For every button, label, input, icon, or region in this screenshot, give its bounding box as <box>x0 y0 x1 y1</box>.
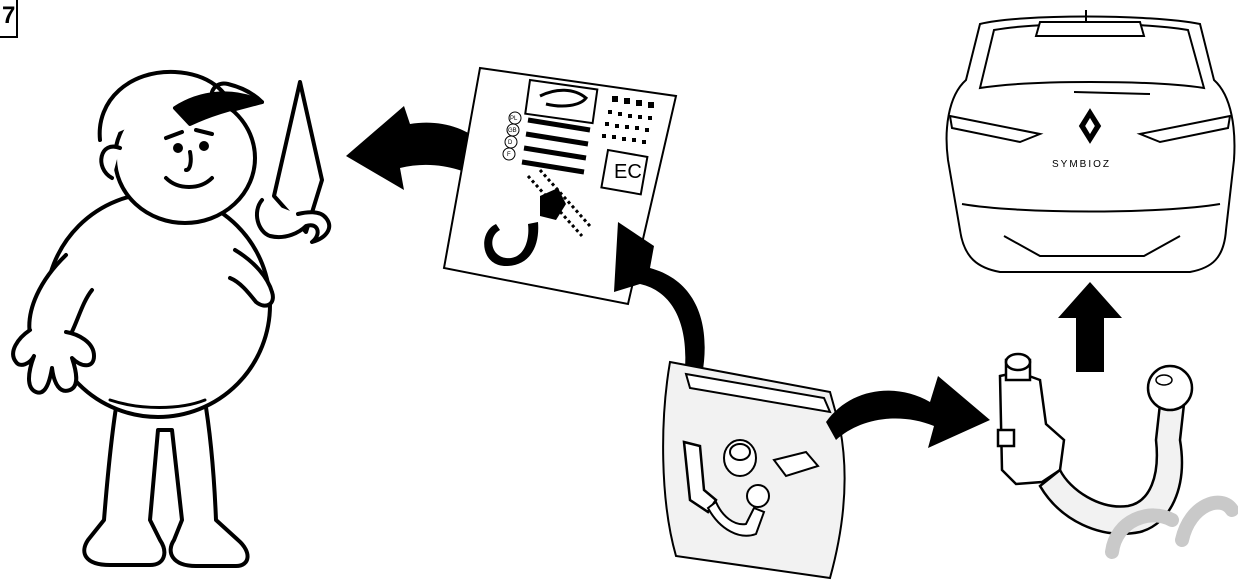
car-spoiler <box>1034 21 1146 37</box>
doc-label-d: D <box>508 140 513 146</box>
bag-outline <box>662 360 846 580</box>
curved-arrow-icon <box>614 222 705 378</box>
car-handle <box>1073 91 1151 95</box>
mechanic-legs <box>82 393 250 568</box>
mechanic-eye-left <box>173 143 183 153</box>
doc-label-f: F <box>507 152 511 158</box>
car-tail-light-left <box>948 114 1044 144</box>
mechanic-nose <box>184 150 193 172</box>
watermark <box>1105 495 1238 559</box>
mechanic-eyebrow <box>164 128 214 140</box>
bag-seal <box>684 372 832 414</box>
right-curved-arrow-icon <box>826 376 990 448</box>
step-number: 7 <box>2 2 16 29</box>
up-arrow-icon <box>1058 282 1122 372</box>
doc-label-gb: GB <box>508 128 517 134</box>
bag-plate <box>772 450 820 478</box>
mechanic-left-hand <box>11 328 96 395</box>
car-tail-light-right <box>1136 114 1232 144</box>
mechanic-figure <box>11 69 332 568</box>
document-towbar-box <box>524 78 599 125</box>
kit-bag <box>662 360 846 580</box>
car-badge: SYMBIOZ <box>1052 159 1111 170</box>
car-diffuser <box>1003 235 1181 257</box>
towbar-lock <box>1004 352 1032 372</box>
towbar-ball-highlight <box>1155 374 1173 386</box>
doc-label-pl: PL <box>510 116 518 122</box>
car-bumper <box>961 203 1221 213</box>
mechanic-cap-visor <box>173 91 264 126</box>
towbar-bracket <box>998 370 1066 486</box>
bag-socket-cap <box>729 443 751 461</box>
ec-mark-box <box>600 148 649 196</box>
towbar-neck <box>1038 402 1186 535</box>
mechanic-smile <box>164 176 214 189</box>
car-rear-view: SYMBIOZ <box>945 10 1236 273</box>
left-arrow-icon <box>346 106 496 190</box>
mechanic-eye-right <box>199 141 209 151</box>
mechanic-right-hand <box>254 198 332 244</box>
ec-mark: EC <box>614 161 642 183</box>
mechanic-belly-line <box>108 398 207 409</box>
document-dot-grid <box>602 96 654 144</box>
mechanic-ear <box>99 144 122 180</box>
renault-logo-icon <box>1078 108 1102 144</box>
document-dashed-lines <box>526 169 592 238</box>
bag-tow-ball <box>746 484 770 508</box>
bag-bracket <box>682 440 718 514</box>
mechanic-right-arm <box>228 248 275 308</box>
document-towbar-sketch <box>539 88 589 108</box>
step-indicator: 7 <box>0 0 18 38</box>
towbar-ball <box>1146 364 1194 412</box>
bag-tow-arm <box>706 500 766 537</box>
document-language-list: PL GB D F <box>502 111 522 161</box>
towbar-clip <box>996 428 1016 448</box>
document-text-lines <box>521 117 591 175</box>
towbar-assembly <box>996 352 1194 535</box>
